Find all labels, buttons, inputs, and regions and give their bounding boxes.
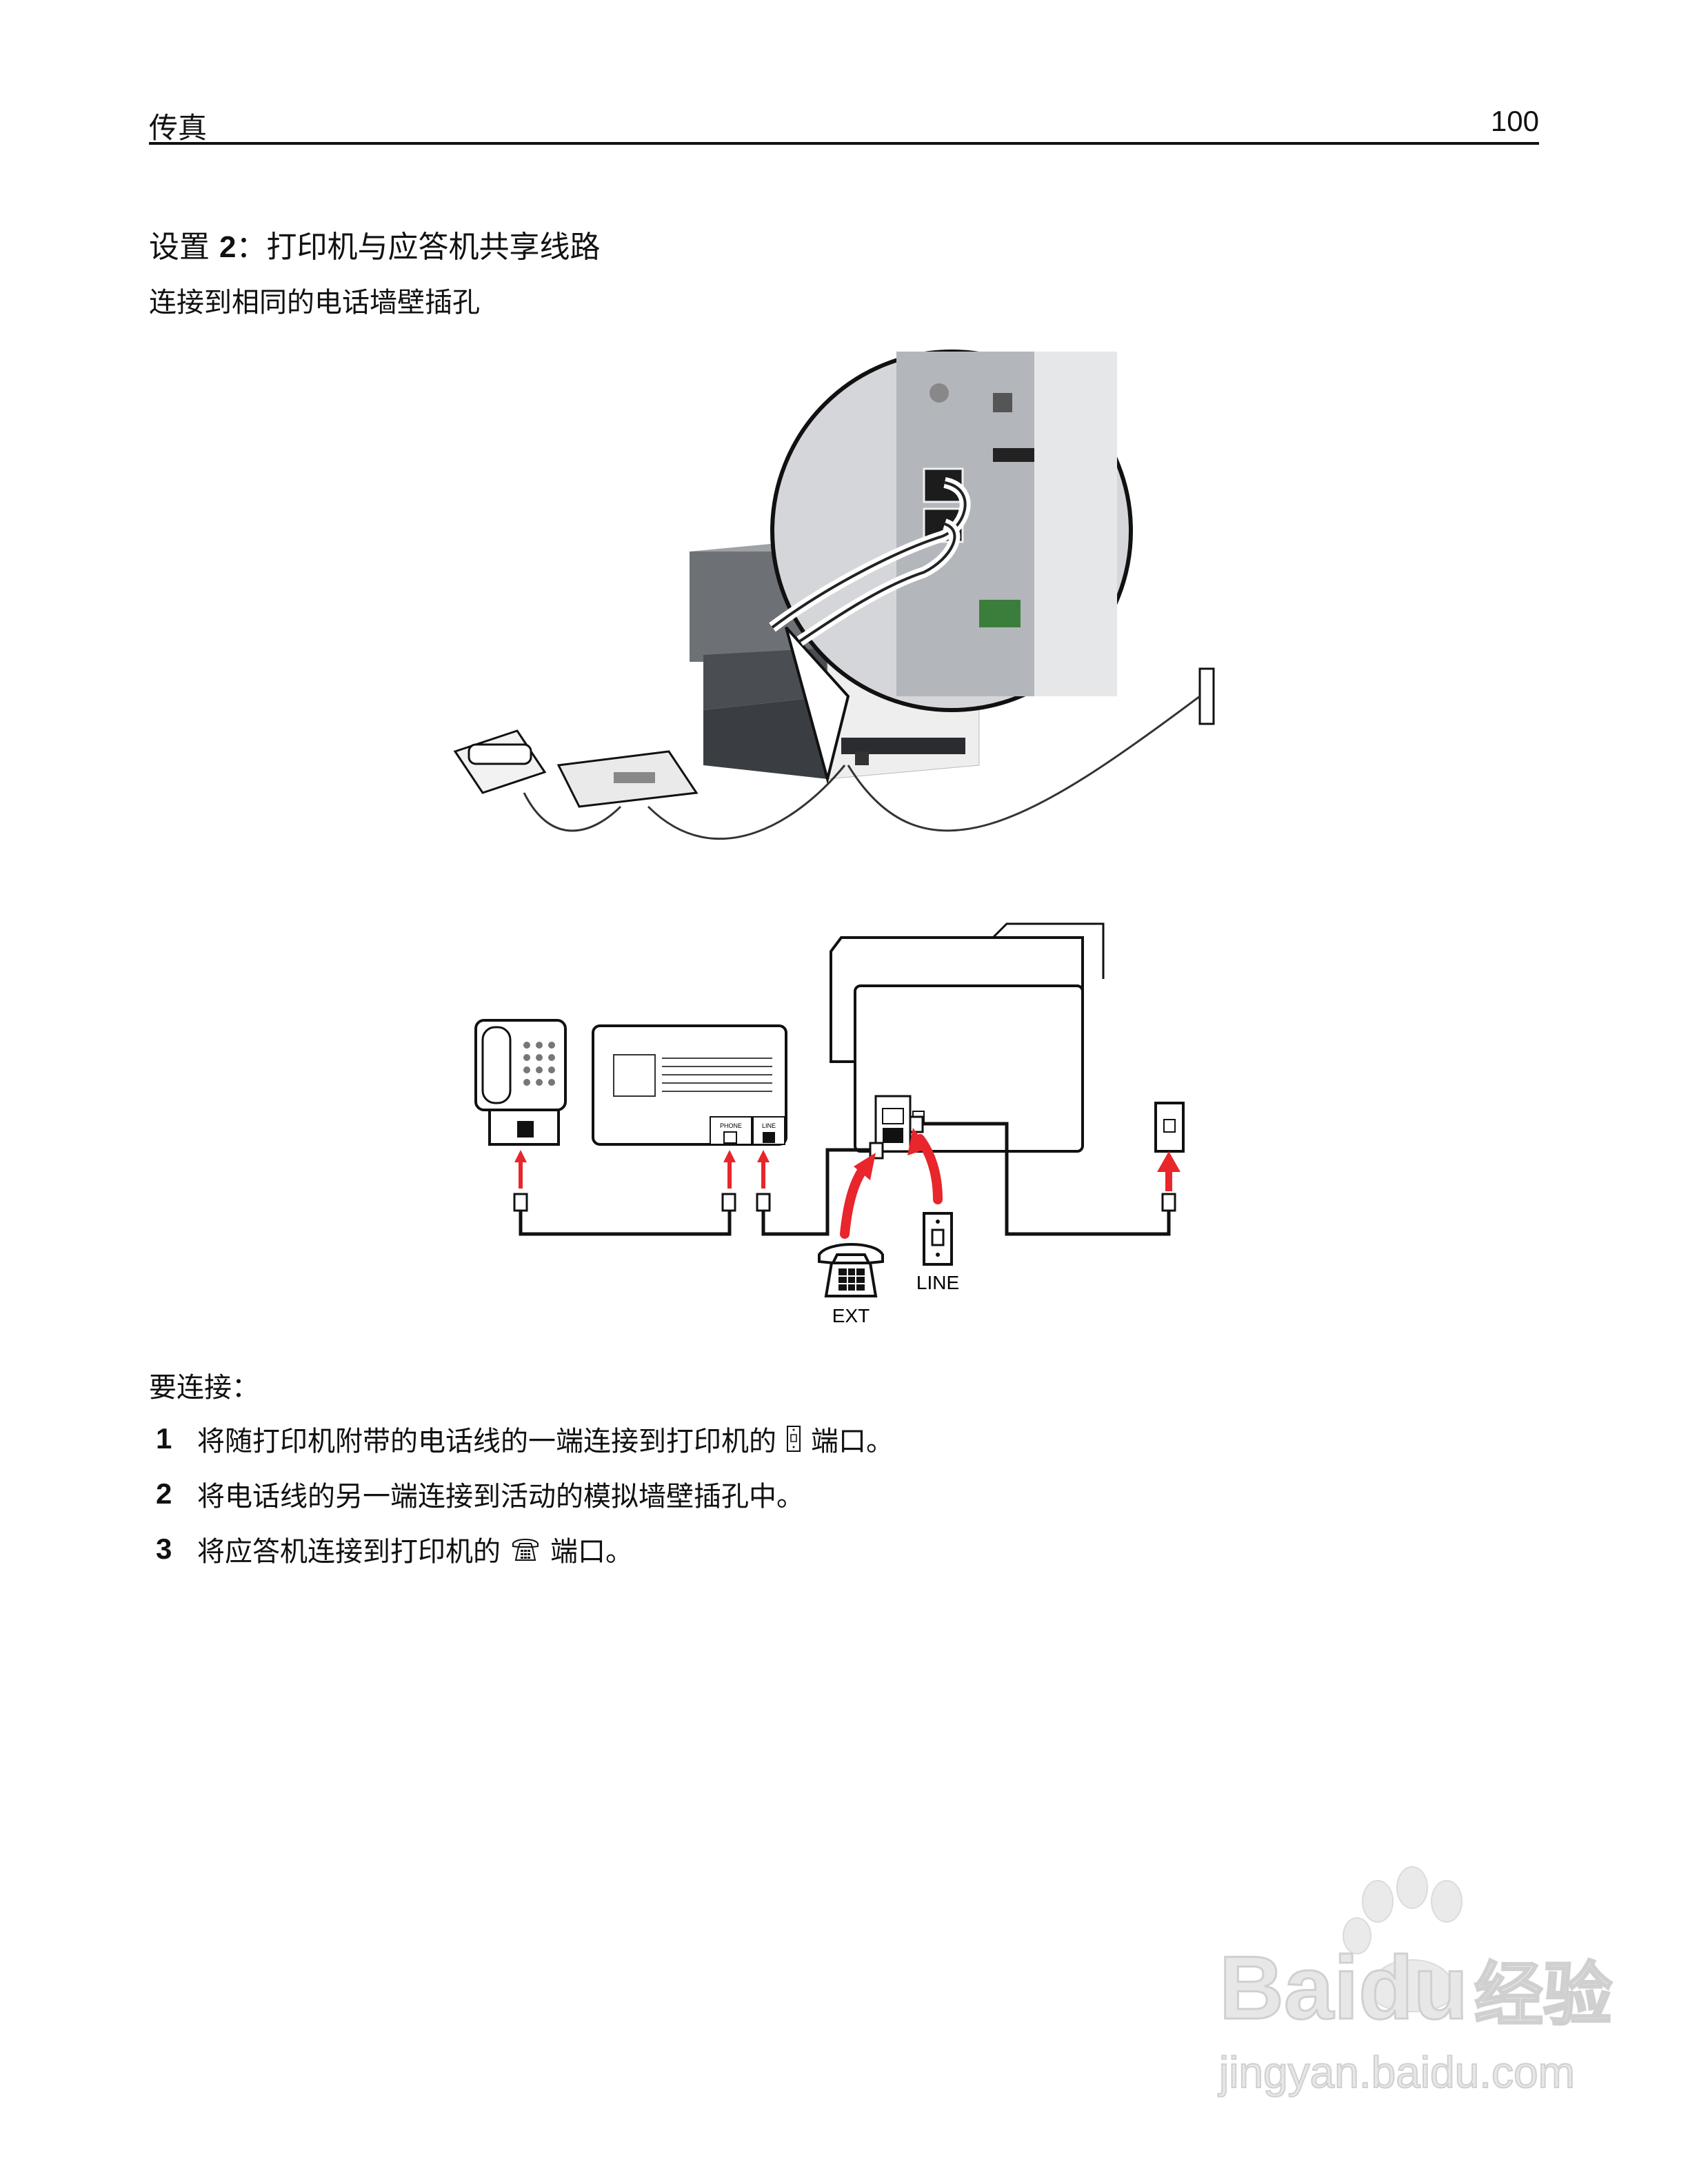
instructions-heading: 要连接： bbox=[149, 1365, 259, 1405]
ext-phone-port-icon bbox=[510, 1535, 541, 1563]
watermark-url: jingyan.baidu.com bbox=[1218, 2048, 1575, 2097]
schematic-answering-machine: PHONE LINE bbox=[593, 1026, 786, 1144]
header-section-title: 传真 bbox=[149, 105, 207, 147]
printer-connection-illustration bbox=[441, 324, 1241, 903]
watermark-brand: Baidu bbox=[1219, 1937, 1468, 2038]
ext-phone-icon bbox=[819, 1244, 883, 1296]
line-port-icon bbox=[786, 1425, 801, 1453]
connection-schematic: PHONE LINE bbox=[441, 910, 1227, 1351]
step-text-after: 端口。 bbox=[550, 1529, 633, 1569]
step-1: 1 将随打印机附带的电话线的一端连接到打印机的 端口。 bbox=[149, 1419, 894, 1459]
page-number: 100 bbox=[1491, 105, 1539, 138]
answering-machine-illustration bbox=[559, 751, 696, 807]
watermark-brand-cn: 经验 bbox=[1474, 1954, 1612, 2035]
schematic-printer bbox=[831, 924, 1103, 1151]
step-number: 3 bbox=[149, 1533, 197, 1566]
step-number: 1 bbox=[149, 1422, 197, 1455]
step-3: 3 将应答机连接到打印机的 端口。 bbox=[149, 1529, 633, 1569]
setup-subtitle: 连接到相同的电话墙壁插孔 bbox=[149, 280, 480, 320]
setup-number: 2 bbox=[219, 230, 236, 264]
step-2: 2 将电话线的另一端连接到活动的模拟墙壁插孔中。 bbox=[149, 1474, 804, 1514]
baidu-watermark-logo: Baidu 经验 jingyan.baidu.com bbox=[1205, 1853, 1633, 2115]
schematic-telephone bbox=[476, 1020, 565, 1144]
line-port-label: LINE bbox=[762, 1122, 776, 1129]
ext-caption: EXT bbox=[832, 1305, 870, 1326]
step-text-before: 将应答机连接到打印机的 bbox=[197, 1529, 501, 1569]
step-text-after: 端口。 bbox=[811, 1419, 894, 1459]
setup-label: 设置 bbox=[149, 230, 210, 265]
schematic-wall-jack bbox=[1156, 1103, 1183, 1151]
step-text-before: 将随打印机附带的电话线的一端连接到打印机的 bbox=[197, 1419, 776, 1459]
setup-title: ：打印机与应答机共享线路 bbox=[236, 230, 600, 265]
line-jack-icon bbox=[924, 1213, 952, 1264]
line-caption: LINE bbox=[916, 1272, 959, 1293]
wall-jack-illustration bbox=[1200, 669, 1214, 724]
header-divider bbox=[149, 142, 1539, 145]
setup-heading: 设置 2：打印机与应答机共享线路 bbox=[149, 222, 600, 266]
step-number: 2 bbox=[149, 1477, 197, 1510]
phone-port-label: PHONE bbox=[720, 1122, 742, 1129]
step-text: 将电话线的另一端连接到活动的模拟墙壁插孔中。 bbox=[197, 1474, 804, 1514]
telephone-illustration bbox=[455, 731, 545, 793]
